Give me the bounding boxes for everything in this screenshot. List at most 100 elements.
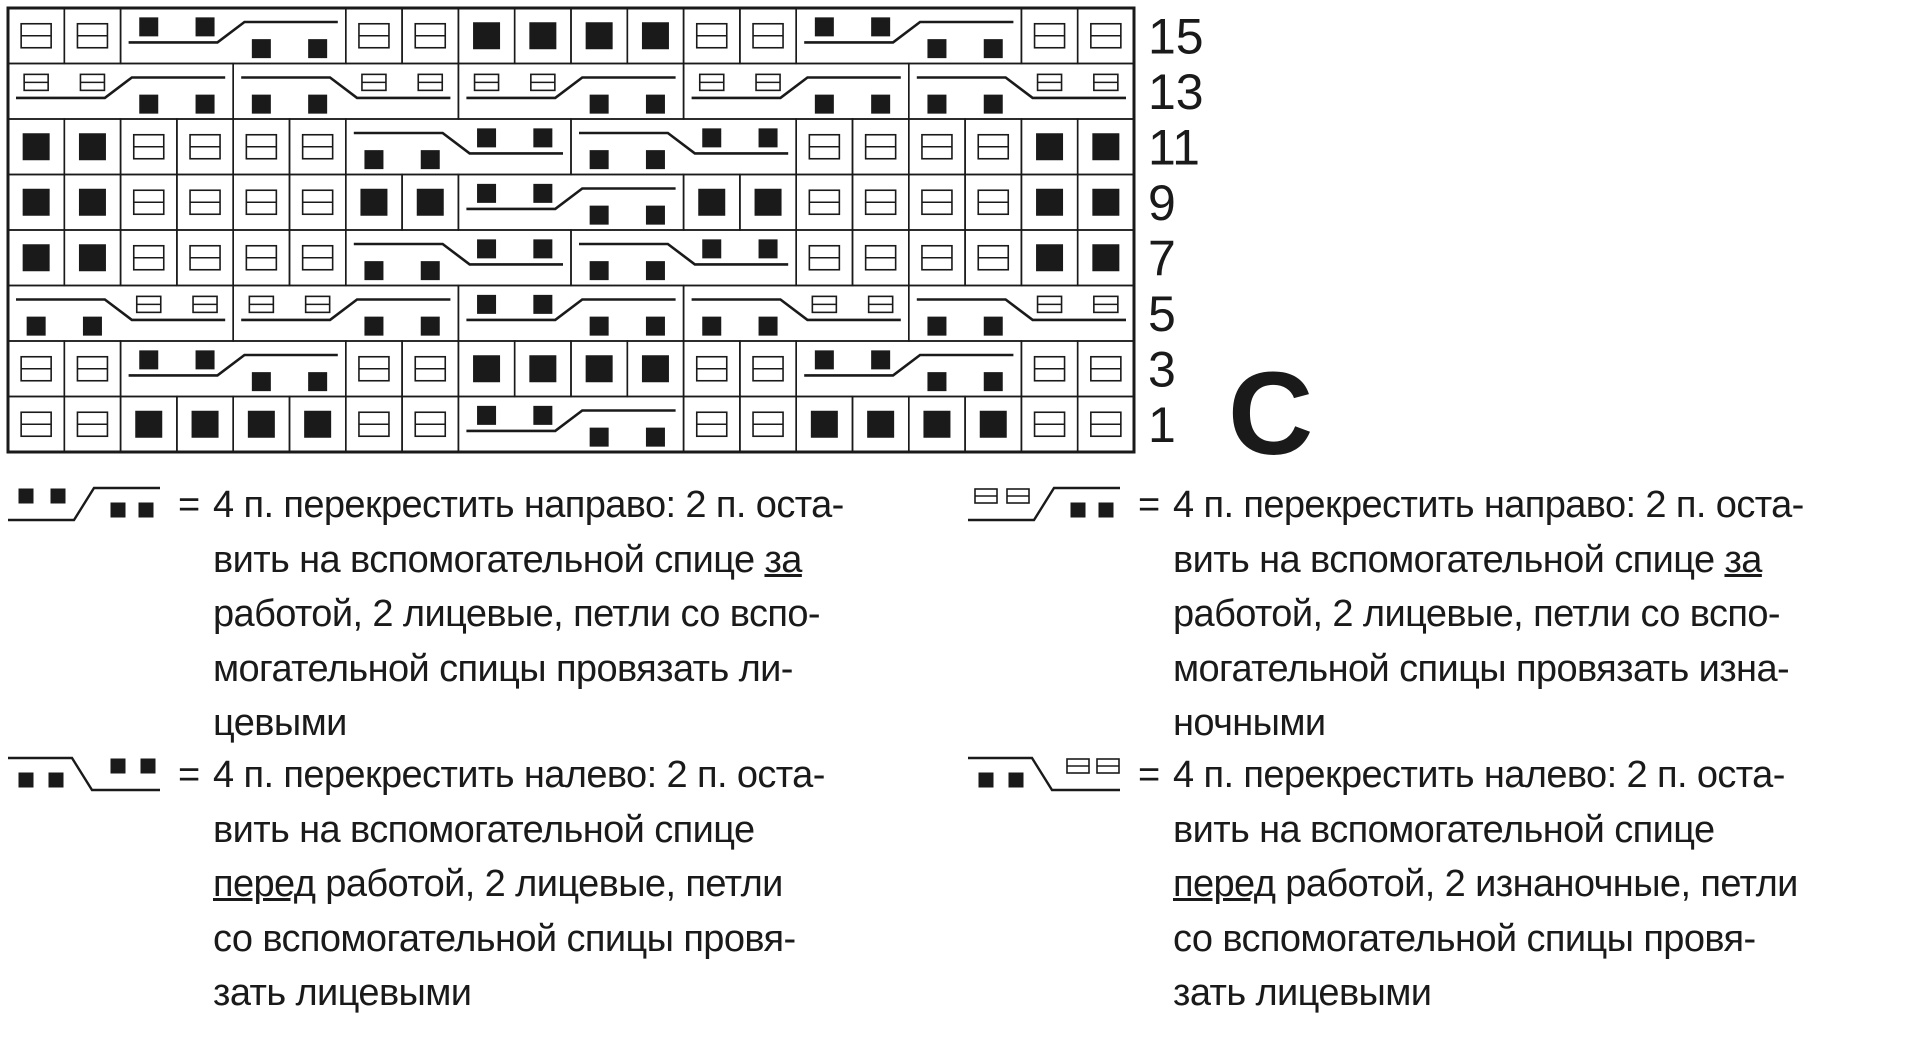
chart-row-1 [851, 395, 910, 453]
knit-symbol [138, 502, 154, 518]
row-number: 9 [1148, 175, 1176, 231]
chart-row-5 [907, 284, 1135, 342]
knit-symbol [473, 355, 501, 383]
knit-symbol [364, 261, 384, 281]
cable-cross-line [128, 353, 338, 377]
knit-symbol [473, 22, 501, 50]
row-number: 3 [1148, 342, 1176, 398]
knit-symbol [1092, 188, 1120, 216]
knit-symbol [979, 410, 1007, 438]
knit-symbol [533, 183, 553, 203]
legend-line: 4 п. перекрестить налево: 2 п. оста- [1173, 754, 1785, 796]
chart-row-7 [1020, 229, 1079, 287]
chart-row-15 [795, 7, 1023, 65]
knit-symbol [758, 128, 778, 148]
knit-symbol [1036, 133, 1064, 161]
legend-line: работой, 2 лицевые, петли со вспо- [213, 593, 821, 635]
knit-symbol [139, 350, 159, 370]
chart-row-15 [1020, 7, 1079, 65]
chart-row-3 [513, 340, 572, 398]
chart-row-11 [795, 118, 854, 176]
cable-cross-line [466, 298, 676, 322]
cable-cross-line [691, 298, 901, 322]
chart-row-7 [795, 229, 854, 287]
knit-symbol [110, 758, 126, 774]
knit-symbol [477, 239, 497, 259]
chart-row-11 [119, 118, 178, 176]
knit-symbol [251, 372, 271, 392]
cable-right-knit-icon [8, 486, 160, 522]
cable-right-purl-icon [968, 486, 1120, 522]
chart-row-1 [457, 395, 685, 453]
chart-row-15 [7, 7, 66, 65]
legend-underlined-word: за [1724, 538, 1762, 581]
chart-row-9 [7, 173, 66, 231]
chart-row-1 [232, 395, 291, 453]
chart-row-1 [907, 395, 966, 453]
chart-row-9 [232, 173, 291, 231]
chart-row-11 [1076, 118, 1135, 176]
chart-row-9 [795, 173, 854, 231]
legend-description: 4 п. перекрестить налево: 2 п. оста-вить… [1173, 748, 1843, 1021]
knit-symbol [810, 410, 838, 438]
knit-symbol [26, 316, 46, 336]
knit-symbol [927, 372, 947, 392]
chart-row-13 [7, 62, 234, 120]
chart-row-3 [63, 340, 122, 398]
legend-equals: = [1138, 754, 1161, 796]
chart-row-13 [682, 62, 910, 120]
cable-cross-line [16, 298, 226, 322]
cable-cross-line [968, 756, 1120, 792]
knit-symbol [78, 244, 106, 272]
knit-symbol [814, 17, 834, 37]
knit-symbol [645, 427, 665, 447]
knit-symbol [867, 410, 895, 438]
cable-cross-line [916, 76, 1126, 100]
row-number: 15 [1148, 9, 1204, 65]
legend-line: цевыми [213, 702, 347, 744]
legend-line: со вспомогательной спицы провя- [1173, 917, 1756, 960]
knit-symbol [702, 316, 722, 336]
knit-symbol [641, 22, 669, 50]
knit-symbol [814, 350, 834, 370]
knit-symbol [923, 410, 951, 438]
knit-symbol [50, 488, 66, 504]
chart-row-15 [119, 7, 347, 65]
knit-symbol [983, 372, 1003, 392]
chart-row-15 [570, 7, 629, 65]
legend-line: перед работой, 2 лицевые, петли [213, 857, 883, 912]
knit-symbol [589, 94, 609, 114]
legend-underlined-word: перед [213, 863, 316, 905]
knit-symbol [983, 316, 1003, 336]
chart-row-9 [344, 173, 403, 231]
chart-row-7 [851, 229, 910, 287]
row-number: 5 [1148, 286, 1176, 342]
knit-symbol [251, 94, 271, 114]
chart-row-5 [682, 284, 910, 342]
knit-symbol [18, 488, 34, 504]
chart-row-7 [7, 229, 66, 287]
cable-cross-line [579, 131, 789, 155]
chart-row-9 [964, 173, 1023, 231]
knit-symbol [364, 316, 384, 336]
knit-symbol [641, 355, 669, 383]
legend-line: вить на вспомогательной спице [213, 808, 755, 851]
legend-line: работой, 2 лицевые, петли со вспо- [1173, 593, 1781, 635]
row-number: 11 [1148, 120, 1200, 176]
knit-symbol [364, 150, 384, 170]
chart-row-3 [119, 340, 347, 398]
chart-row-5 [7, 284, 234, 342]
knit-symbol [360, 188, 388, 216]
knit-symbol [754, 188, 782, 216]
knit-symbol [1070, 502, 1086, 518]
knit-symbol [420, 261, 440, 281]
chart-row-3 [344, 340, 403, 398]
chart-row-15 [1076, 7, 1135, 65]
legend-line: со вспомогательной спицы провя- [213, 917, 796, 960]
knit-symbol [585, 22, 613, 50]
chart-row-7 [907, 229, 966, 287]
cable-cross-line [579, 242, 789, 266]
knit-symbol [758, 316, 778, 336]
knit-symbol [645, 205, 665, 225]
chart-row-3 [682, 340, 741, 398]
